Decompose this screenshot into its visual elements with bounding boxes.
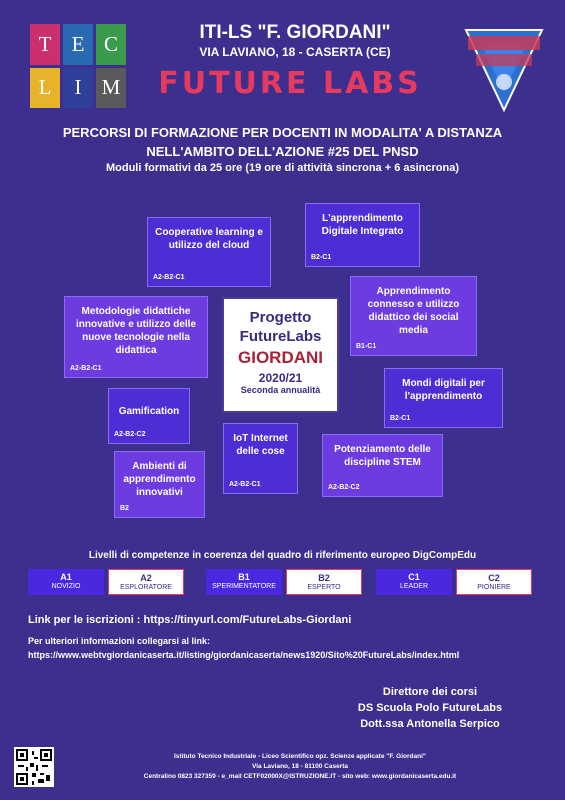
module-card-stem: Potenziamento delle discipline STEM A2-B… bbox=[322, 434, 443, 497]
logo-letter: L bbox=[30, 67, 60, 108]
level-name: PIONIERE bbox=[477, 584, 511, 591]
future-labs-title: FUTURE LABS bbox=[158, 66, 422, 101]
module-level: A2-B2-C1 bbox=[153, 274, 185, 281]
module-title: IoT Internet delle cose bbox=[233, 433, 288, 457]
signup-link[interactable]: Link per le iscrizioni : https://tinyurl… bbox=[28, 614, 352, 626]
footer-line-2: Via Laviano, 18 - 81100 Caserta bbox=[252, 763, 348, 770]
level-c2: C2 PIONIERE bbox=[456, 569, 532, 595]
module-title: Metodologie didattiche innovative e util… bbox=[75, 306, 197, 356]
logo-letter: T bbox=[30, 24, 60, 65]
teclim-logo: T E C L I M bbox=[30, 24, 126, 108]
project-line-1: Progetto bbox=[249, 309, 312, 326]
level-name: LEADER bbox=[399, 583, 428, 590]
module-level: B2-C1 bbox=[390, 415, 411, 422]
intro-heading: PERCORSI DI FORMAZIONE PER DOCENTI IN MO… bbox=[20, 123, 545, 161]
module-level: A2-B2-C2 bbox=[328, 484, 360, 491]
module-card-iot: IoT Internet delle cose A2-B2-C1 bbox=[223, 423, 298, 494]
project-center-box: Progetto FutureLabs GIORDANI 2020/21 Sec… bbox=[222, 297, 339, 413]
level-code: A1 bbox=[60, 572, 72, 582]
project-line-3: GIORDANI bbox=[238, 348, 323, 367]
level-a2: A2 ESPLORATORE bbox=[108, 569, 184, 595]
director-line-2: DS Scuola Polo FutureLabs bbox=[357, 702, 503, 714]
level-name: SPERIMENTATORE bbox=[212, 583, 276, 590]
module-title: Gamification bbox=[118, 406, 180, 417]
intro-line-1: PERCORSI DI FORMAZIONE PER DOCENTI IN MO… bbox=[62, 125, 503, 140]
module-level: B2-C1 bbox=[311, 254, 332, 261]
level-c1: C1 LEADER bbox=[376, 569, 452, 595]
school-name: ITI-LS "F. GIORDANI" bbox=[199, 22, 391, 43]
intro-subheading: Moduli formativi da 25 ore (19 ore di at… bbox=[105, 162, 459, 174]
module-card-ambienti: Ambienti di apprendimento innovativi B2 bbox=[114, 451, 205, 518]
module-title: L'apprendimento Digitale Integrato bbox=[321, 213, 404, 237]
director-line-1: Direttore dei corsi bbox=[382, 686, 478, 698]
level-code: C1 bbox=[408, 572, 420, 582]
level-name: ESPLORATORE bbox=[120, 584, 172, 591]
logo-letter: M bbox=[96, 67, 126, 108]
director-block: Direttore dei corsi DS Scuola Polo Futur… bbox=[330, 684, 530, 732]
module-title: Apprendimento connesso e utilizzo didatt… bbox=[367, 286, 460, 336]
level-a1: A1 NOVIZIO bbox=[28, 569, 104, 595]
project-line-5: Seconda annualità bbox=[240, 385, 321, 395]
module-card-gamification: Gamification A2-B2-C2 bbox=[108, 388, 190, 444]
level-name: NOVIZIO bbox=[51, 583, 81, 590]
director-line-3: Dott.ssa Antonella Serpico bbox=[360, 718, 500, 730]
level-code: B2 bbox=[318, 573, 330, 583]
module-card-ddi: L'apprendimento Digitale Integrato B2-C1 bbox=[305, 203, 420, 267]
logo-letter: I bbox=[63, 67, 93, 108]
module-title: Cooperative learning e utilizzo del clou… bbox=[155, 227, 263, 251]
level-code: B1 bbox=[238, 572, 250, 582]
footer: Istituto Tecnico Industriale - Liceo Sci… bbox=[60, 752, 540, 782]
info-url-link[interactable]: https://www.webtvgiordanicaserta.it/list… bbox=[28, 650, 460, 660]
intro-line-2: NELL'AMBITO DELL'AZIONE #25 DEL PNSD bbox=[146, 144, 419, 159]
module-level: B2 bbox=[120, 505, 129, 512]
module-title: Potenziamento delle discipline STEM bbox=[334, 444, 431, 468]
module-level: A2-B2-C2 bbox=[114, 431, 146, 438]
level-code: A2 bbox=[140, 573, 152, 583]
qr-code-icon bbox=[14, 747, 54, 787]
info-label: Per ulteriori informazioni collegarsi al… bbox=[28, 636, 211, 646]
module-card-social-media: Apprendimento connesso e utilizzo didatt… bbox=[350, 276, 477, 356]
school-address: VIA LAVIANO, 18 - CASERTA (CE) bbox=[199, 45, 391, 59]
giordani-emblem-icon bbox=[464, 29, 544, 112]
module-card-mondi-digitali: Mondi digitali per l'apprendimento B2-C1 bbox=[384, 368, 503, 428]
footer-line-3: Centralino 0823 327359 - e_mail CETF0200… bbox=[143, 773, 457, 780]
level-code: C2 bbox=[488, 573, 500, 583]
logo-letter: E bbox=[63, 24, 93, 65]
level-b1: B1 SPERIMENTATORE bbox=[206, 569, 282, 595]
module-level: A2-B2-C1 bbox=[70, 365, 102, 372]
project-line-4: 2020/21 bbox=[258, 371, 303, 385]
level-name: ESPERTO bbox=[307, 584, 341, 591]
module-level: A2-B2-C1 bbox=[229, 481, 261, 488]
levels-title: Livelli di competenze in coerenza del qu… bbox=[88, 550, 477, 561]
logo-letter: C bbox=[96, 24, 126, 65]
level-b2: B2 ESPERTO bbox=[286, 569, 362, 595]
module-level: B1-C1 bbox=[356, 343, 377, 350]
module-title: Mondi digitali per l'apprendimento bbox=[402, 378, 485, 402]
module-card-metodologie: Metodologie didattiche innovative e util… bbox=[64, 296, 208, 378]
project-line-2: FutureLabs bbox=[239, 328, 322, 345]
module-title: Ambienti di apprendimento innovativi bbox=[123, 461, 196, 498]
module-card-cooperative: Cooperative learning e utilizzo del clou… bbox=[147, 217, 271, 287]
footer-line-1: Istituto Tecnico Industriale - Liceo Sci… bbox=[173, 753, 426, 760]
